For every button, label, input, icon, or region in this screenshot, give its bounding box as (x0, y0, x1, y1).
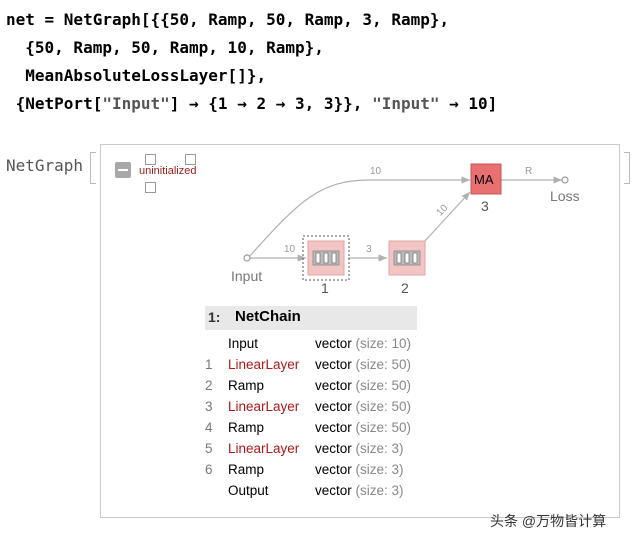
row-index: 4 (205, 420, 213, 435)
netgraph-panel (100, 144, 620, 518)
row-name: Ramp (228, 378, 265, 393)
row-type-text: vector (315, 357, 352, 372)
row-name: Ramp (228, 462, 265, 477)
row-type: vector (size: 3) (315, 462, 404, 477)
ma-node-index: 3 (481, 198, 489, 214)
row-index: 5 (205, 441, 213, 456)
row-type: vector (size: 50) (315, 378, 411, 393)
edge-input-ma (247, 176, 470, 259)
row-type: vector (size: 50) (315, 357, 411, 372)
input-port-label: Input (231, 268, 262, 284)
row-name[interactable]: LinearLayer (228, 357, 300, 372)
code-token: → 10] (439, 94, 498, 113)
code-line-3: MeanAbsoluteLossLayer[]}, (6, 66, 267, 85)
code-token: ] → {1 → 2 → 3, 3}}, (169, 94, 373, 113)
row-name: Output (228, 483, 269, 498)
edge-label-input-node1: 10 (284, 244, 296, 255)
collapse-icon[interactable] (115, 162, 131, 178)
ma-node-box (470, 163, 502, 195)
code-line-1: net = NetGraph[{{50, Ramp, 50, Ramp, 3, … (6, 10, 450, 29)
row-type: vector (size: 3) (315, 483, 404, 498)
row-index: 6 (205, 462, 213, 477)
code-string-input: "Input" (372, 94, 440, 113)
row-name[interactable]: LinearLayer (228, 441, 300, 456)
loss-port-label: Loss (550, 188, 580, 204)
row-type-text: vector (315, 483, 352, 498)
row-type: vector (size: 50) (315, 399, 411, 414)
row-size: (size: 10) (355, 336, 412, 351)
node2-chain-icon (393, 250, 421, 266)
row-type: vector (size: 10) (315, 336, 411, 351)
edge-label-node1-node2: 3 (366, 244, 372, 255)
row-type: vector (size: 50) (315, 420, 411, 435)
row-size: (size: 50) (355, 378, 412, 393)
row-type-text: vector (315, 420, 352, 435)
mini-node-icon (185, 154, 196, 165)
detail-header-index: 1: (208, 309, 221, 325)
mini-node-icon (145, 182, 156, 193)
watermark: 头条 @万物皆计算 (490, 513, 607, 529)
row-index: 1 (205, 357, 213, 372)
row-type-text: vector (315, 441, 352, 456)
edge-label-ma-loss: R (525, 166, 532, 177)
status-uninitialized: uninitialized (139, 165, 197, 177)
mini-node-icon (145, 154, 156, 165)
row-size: (size: 3) (355, 462, 404, 477)
row-size: (size: 50) (355, 357, 412, 372)
code-line-2: {50, Ramp, 50, Ramp, 10, Ramp}, (6, 38, 324, 57)
row-name: Ramp (228, 420, 265, 435)
row-size: (size: 50) (355, 399, 412, 414)
detail-header: 1: NetChain (205, 306, 417, 330)
row-index: 2 (205, 378, 213, 393)
code-line-4: {NetPort["Input"] → {1 → 2 → 3, 3}}, "In… (6, 94, 498, 113)
output-head-label: NetGraph (6, 156, 84, 175)
node1-selection-frame (302, 235, 350, 281)
row-type-text: vector (315, 336, 352, 351)
row-type-text: vector (315, 399, 352, 414)
row-type-text: vector (315, 462, 352, 477)
row-size: (size: 3) (355, 441, 404, 456)
left-bracket (90, 152, 96, 184)
code-token: {NetPort[ (6, 94, 103, 113)
row-name: Input (228, 336, 259, 351)
detail-header-title: NetChain (235, 308, 301, 325)
loss-port (561, 176, 569, 184)
node1-index: 1 (321, 280, 329, 296)
row-size: (size: 3) (355, 483, 404, 498)
row-type: vector (size: 3) (315, 441, 404, 456)
node1-chain-icon (312, 250, 340, 266)
right-bracket (624, 152, 630, 184)
row-size: (size: 50) (355, 420, 412, 435)
code-string-input: "Input" (102, 94, 170, 113)
row-name[interactable]: LinearLayer (228, 399, 300, 414)
node2-index: 2 (401, 280, 409, 296)
input-port (243, 254, 251, 262)
row-index: 3 (205, 399, 213, 414)
edge-label-input-ma: 10 (370, 166, 382, 177)
edge-node2-ma (423, 191, 471, 243)
input-code-cell[interactable]: net = NetGraph[{{50, Ramp, 50, Ramp, 3, … (6, 6, 497, 118)
ma-node-label: MA (474, 172, 494, 187)
row-type-text: vector (315, 378, 352, 393)
